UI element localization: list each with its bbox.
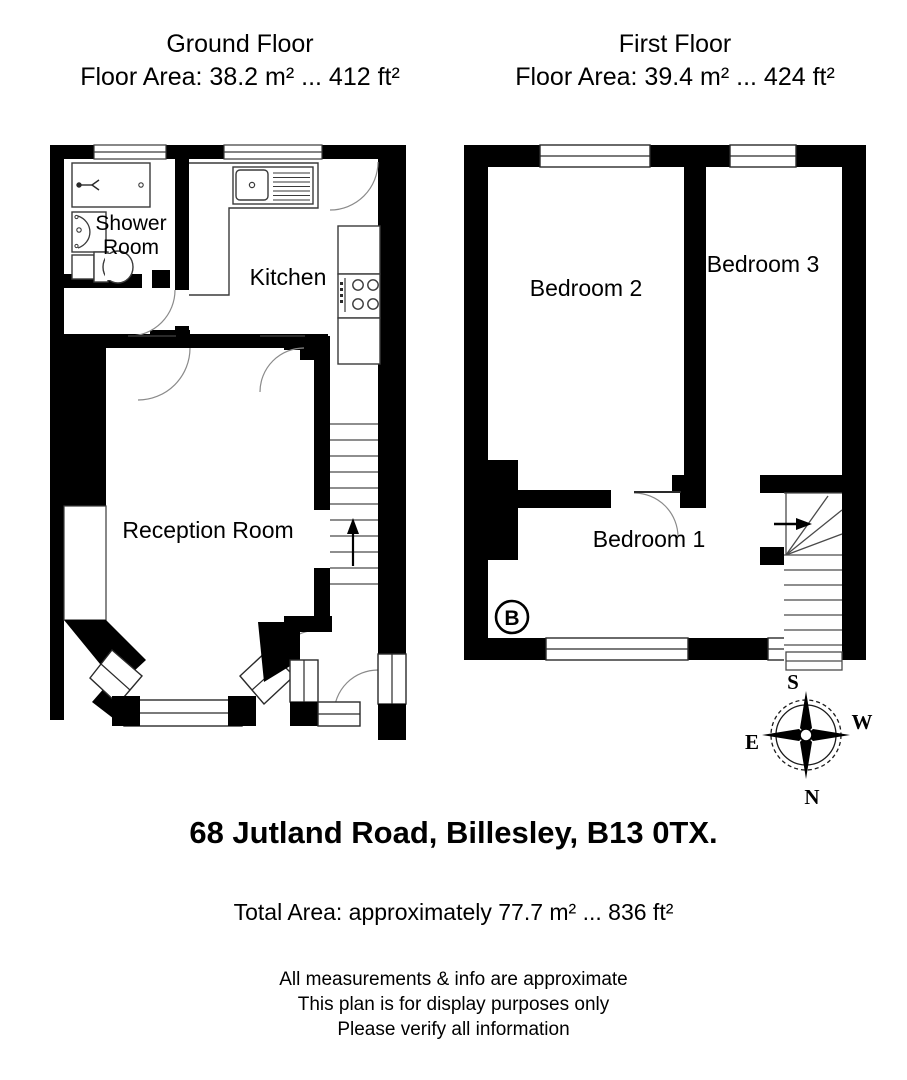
ground-floor-area: Floor Area: 38.2 m² ... 412 ft²	[80, 63, 400, 91]
bath-tap-icon	[76, 179, 100, 191]
first-floor-doors	[633, 492, 679, 538]
first-floor-plan: B Bedroom 2 Bedroom 3 Bedroom 1	[464, 144, 866, 675]
reception-room-label: Reception Room	[122, 517, 293, 543]
chimney-breast-ground	[63, 344, 107, 621]
shower-room-fixtures	[71, 162, 151, 284]
b-marker-label: B	[504, 607, 519, 630]
bedroom-1-label: Bedroom 1	[593, 526, 706, 552]
first-floor-title: First Floor	[618, 30, 732, 58]
compass-label-north: N	[804, 785, 819, 809]
shower-room-label-line2: Room	[103, 236, 159, 259]
bay-window	[64, 616, 361, 727]
stair-direction-arrow-icon	[347, 518, 359, 566]
hob-icon	[340, 278, 379, 312]
bedroom-2-label: Bedroom 2	[530, 275, 643, 301]
first-floor-area: Floor Area: 39.4 m² ... 424 ft²	[515, 63, 835, 91]
ground-floor-header: Ground Floor Floor Area: 38.2 m² ... 412…	[10, 28, 470, 94]
plans-container: Shower Room Kitchen Reception Room	[0, 130, 907, 810]
first-floor-header: First Floor Floor Area: 39.4 m² ... 424 …	[450, 28, 900, 94]
footer-block: 68 Jutland Road, Billesley, B13 0TX. Tot…	[0, 805, 907, 1042]
ground-floor-title: Ground Floor	[166, 30, 314, 58]
property-address: 68 Jutland Road, Billesley, B13 0TX.	[189, 815, 718, 850]
chimney-breast-first	[488, 460, 518, 560]
shower-room-partition	[175, 145, 189, 348]
ground-right-wall-window	[377, 653, 407, 740]
b-marker: B	[494, 599, 530, 635]
ground-floor-plan: Shower Room Kitchen Reception Room	[50, 144, 407, 740]
disclaimer-line-1: All measurements & info are approximate	[279, 969, 628, 990]
stairwell-walls	[284, 336, 330, 630]
winder-staircase-first	[774, 492, 843, 675]
disclaimer: All measurements & info are approximate …	[0, 967, 907, 1042]
first-floor-partitions	[488, 145, 844, 565]
staircase-up-ground	[330, 423, 378, 585]
disclaimer-line-3: Please verify all information	[337, 1019, 570, 1040]
ground-floor-top-windows	[93, 144, 323, 160]
first-floor-top-windows	[539, 144, 797, 168]
compass-rose: S N E W	[745, 670, 873, 809]
kitchen-fixtures	[189, 162, 381, 365]
stair-direction-arrow-icon-first	[774, 518, 812, 530]
compass-label-east: E	[745, 730, 759, 754]
kitchen-sink-icon	[232, 166, 314, 205]
disclaimer-line-2: This plan is for display purposes only	[297, 994, 610, 1015]
first-floor-bottom-windows	[545, 637, 813, 661]
compass-label-south: S	[787, 670, 799, 694]
bedroom-3-label: Bedroom 3	[707, 251, 820, 277]
compass-label-west: W	[852, 710, 873, 734]
floor-headers: Ground Floor Floor Area: 38.2 m² ... 412…	[0, 0, 907, 120]
shower-room-label-line1: Shower	[95, 212, 166, 235]
total-area: Total Area: approximately 77.7 m² ... 83…	[233, 899, 674, 925]
kitchen-label: Kitchen	[250, 264, 327, 290]
